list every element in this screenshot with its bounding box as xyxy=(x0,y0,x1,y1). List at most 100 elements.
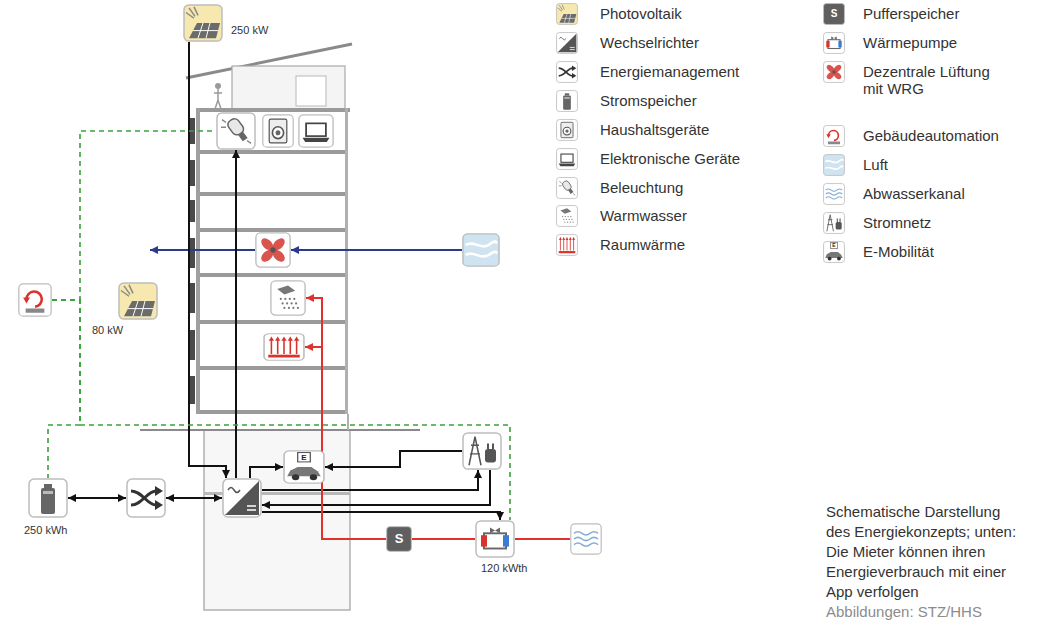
icon-shape xyxy=(574,543,598,546)
icon-frame xyxy=(271,281,305,315)
icon-shape xyxy=(562,14,576,23)
floor-slab xyxy=(198,108,350,112)
icon-shape xyxy=(832,63,842,73)
legend-icon xyxy=(823,61,845,83)
icon-shape xyxy=(826,134,830,138)
icon-graphic xyxy=(28,478,68,518)
icon-shape xyxy=(827,215,834,232)
icon-shape xyxy=(837,219,840,222)
icon-frame xyxy=(824,62,845,83)
icon-shape xyxy=(563,96,571,110)
icon-graphic xyxy=(475,520,515,558)
icon-frame xyxy=(29,479,67,517)
icon-shape xyxy=(559,14,576,23)
icon-shape xyxy=(280,298,282,300)
icon-shape xyxy=(831,36,834,39)
icon-shape xyxy=(310,474,317,480)
legend-text: Stromspeicher xyxy=(600,92,697,109)
icon-shape xyxy=(564,97,570,99)
icon-shape xyxy=(563,240,564,251)
icon-frame xyxy=(184,5,222,41)
icon-shape xyxy=(484,533,506,548)
icon-shape xyxy=(571,219,572,220)
icon-shape xyxy=(228,488,240,493)
icon-shape xyxy=(562,237,565,240)
basement xyxy=(204,430,350,610)
icon-shape xyxy=(566,237,569,240)
floor-slab xyxy=(198,228,348,232)
icon-shape xyxy=(826,41,829,48)
legend-entry: Dezentrale Lüftung mit WRG xyxy=(823,61,1053,101)
icon-shape xyxy=(564,221,565,222)
icon-shape xyxy=(558,5,565,12)
e-mobility-icon: E xyxy=(283,450,325,484)
roof-window xyxy=(296,76,326,106)
icon-shape xyxy=(290,340,292,354)
legend-text: Photovoltaik xyxy=(600,5,682,22)
ground-line xyxy=(140,429,420,431)
icon-shape xyxy=(295,302,297,304)
icon-shape xyxy=(270,247,275,252)
penthouse xyxy=(232,66,345,110)
icon-frame xyxy=(824,213,845,234)
icon-shape xyxy=(828,142,840,145)
power-line xyxy=(262,470,490,505)
icon-shape xyxy=(559,181,576,195)
figure-caption: Schematische Darstellung des Energiekonz… xyxy=(826,502,1026,602)
heat-pipe xyxy=(305,347,386,539)
air-icon xyxy=(462,233,500,267)
legend-text: Haushaltsgeräte xyxy=(600,121,709,138)
legend-icon xyxy=(823,32,845,54)
power-line xyxy=(235,150,237,478)
icon-graphic xyxy=(262,114,294,148)
icon-shape xyxy=(238,132,248,141)
control-line xyxy=(48,300,80,478)
icon-shape xyxy=(269,337,274,341)
air-flow xyxy=(291,249,462,251)
icon-frame xyxy=(557,149,578,170)
icon-shape xyxy=(289,298,291,300)
icon-shape xyxy=(559,68,573,76)
icon-shape xyxy=(826,189,843,191)
icon-frame xyxy=(824,126,845,147)
icon-shape xyxy=(26,309,45,313)
floor-slab xyxy=(198,320,348,324)
power-grid-icon xyxy=(462,432,502,470)
capacity-label: 250 kW xyxy=(231,24,268,37)
capacity-label: 80 kW xyxy=(92,324,123,337)
icon-shape xyxy=(270,247,287,264)
icon-frame xyxy=(127,479,165,517)
floor-slab xyxy=(198,150,348,154)
icon-shape xyxy=(259,236,276,253)
icon-graphic xyxy=(570,523,602,555)
legend-icon xyxy=(556,61,578,83)
legend-entry: Stromnetz xyxy=(823,212,1053,252)
icon-shape xyxy=(270,236,287,253)
icon-shape xyxy=(466,252,497,257)
icon-shape xyxy=(284,298,286,300)
icon-shape xyxy=(286,302,288,304)
icon-shape xyxy=(837,257,841,261)
icon-graphic xyxy=(216,112,256,150)
legend-icon xyxy=(823,125,845,147)
icon-frame xyxy=(824,155,845,176)
legend-text: Pufferspeicher xyxy=(863,5,959,22)
icon-shape xyxy=(282,302,284,304)
electronics-icon xyxy=(298,114,334,148)
icon-frame xyxy=(463,234,499,266)
icon-shape xyxy=(568,188,573,193)
legend-icon xyxy=(556,234,578,256)
icon-shape xyxy=(838,41,841,48)
ventilation-icon xyxy=(255,232,291,268)
icon-shape xyxy=(293,298,295,300)
icon-shape xyxy=(485,449,496,462)
icon-frame xyxy=(263,115,293,147)
icon-frame xyxy=(824,184,845,205)
legend-text: Wechselrichter xyxy=(600,34,699,51)
icon-shape xyxy=(121,285,133,296)
icon-frame xyxy=(217,113,255,149)
icon-shape xyxy=(277,285,295,294)
icon-shape xyxy=(44,484,52,488)
legend-text: Elektronische Geräte xyxy=(600,150,740,167)
floor-slab xyxy=(198,192,348,196)
